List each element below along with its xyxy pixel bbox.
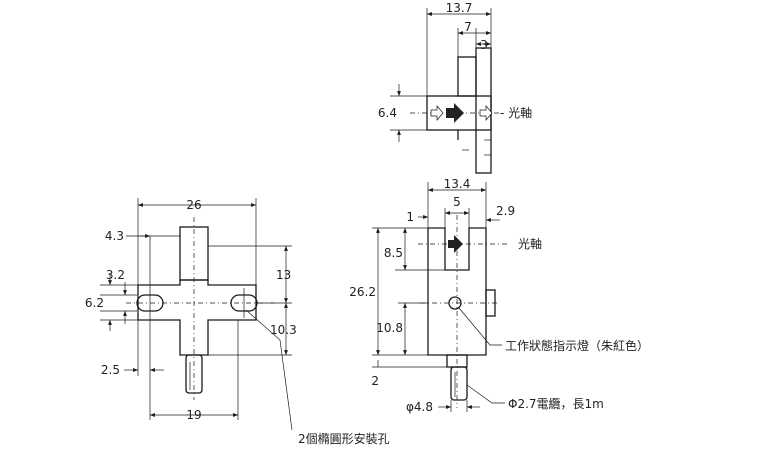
dim-3-2: 3.2 xyxy=(106,268,125,282)
dim-3: 3 xyxy=(480,38,488,52)
top-flange xyxy=(475,47,492,174)
dim-6-2: 6.2 xyxy=(85,296,104,310)
dim-26-2: 26.2 xyxy=(349,285,376,299)
dim-cable-dia: φ4.8 xyxy=(406,400,433,414)
top-upper-stem xyxy=(457,56,477,97)
emitter-arrow-icon xyxy=(430,105,444,121)
dim-6-4: 6.4 xyxy=(378,106,397,120)
dim-13-4: 13.4 xyxy=(444,177,471,191)
front-mount-plate xyxy=(137,279,257,356)
top-view: 13.7 7 3 6.4 - 光軸 xyxy=(378,1,532,174)
dim-13: 13 xyxy=(276,268,291,282)
cable-label: Φ2.7電纜，長1m xyxy=(508,397,604,411)
indicator-leader-line xyxy=(458,307,502,346)
dim-2-5: 2.5 xyxy=(101,363,120,377)
dim-13-7: 13.7 xyxy=(446,1,473,15)
side-cable xyxy=(450,366,468,401)
top-axis-label: - 光軸 xyxy=(500,106,532,120)
dim-7: 7 xyxy=(464,20,472,34)
beam-arrow-icon xyxy=(446,103,464,123)
dim-26: 26 xyxy=(186,198,201,212)
dim-8-5: 8.5 xyxy=(384,246,403,260)
dim-19: 19 xyxy=(186,408,201,422)
dim-2-9: 2.9 xyxy=(496,204,515,218)
dim-2: 2 xyxy=(371,374,379,388)
dim-1: 1 xyxy=(406,210,414,224)
hole-leader-line xyxy=(245,309,293,431)
dim-4-3: 4.3 xyxy=(105,229,124,243)
cable-leader-line xyxy=(466,384,505,404)
mount-hole-label: 2個橢圓形安裝孔 xyxy=(298,431,390,446)
dim-10-3: 10.3 xyxy=(270,323,297,337)
side-axis-label: 光軸 xyxy=(518,237,542,251)
receiver-arrow-icon xyxy=(479,105,493,121)
dim-5: 5 xyxy=(453,195,461,209)
dim-10-8: 10.8 xyxy=(376,321,403,335)
indicator-label: 工作狀態指示燈（朱紅色） xyxy=(505,338,649,353)
front-view: 26 4.3 3.2 6.2 13 10.3 2.5 19 2個橢圓形安裝孔 xyxy=(85,198,390,446)
side-view: 光軸 13.4 5 1 2.9 8.5 26.2 10.8 2 φ4.8 xyxy=(349,177,649,414)
